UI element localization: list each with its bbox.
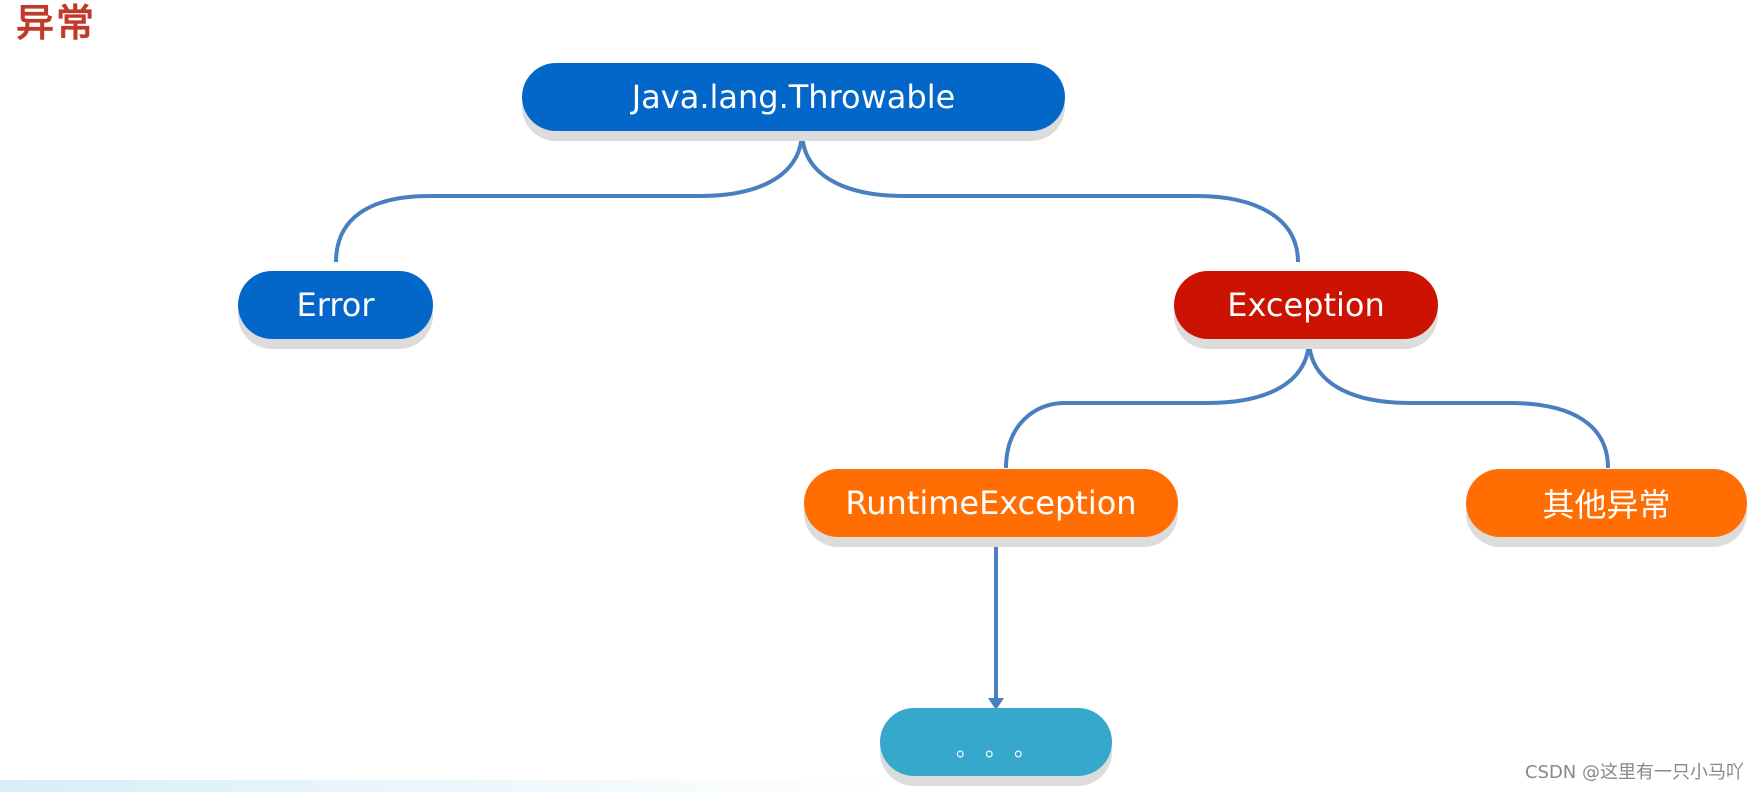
node-throwable: Java.lang.Throwable (522, 63, 1065, 131)
arrowhead-icon (988, 698, 1004, 710)
connector-throwable-error (334, 130, 804, 263)
connector-exception-runtime (1004, 338, 1311, 469)
node-runtime-exception: RuntimeException (804, 469, 1178, 537)
bottom-decoration (0, 780, 900, 792)
node-error: Error (238, 271, 433, 339)
node-more: 。。。 (880, 708, 1112, 776)
page-title: 异常 (16, 1, 97, 45)
connector-exception-other (1307, 338, 1610, 469)
watermark: CSDN @这里有一只小马吖 (1524, 762, 1744, 783)
connector-throwable-exception (800, 130, 1300, 263)
node-other-exceptions: 其他异常 (1466, 469, 1747, 537)
node-exception: Exception (1174, 271, 1438, 339)
